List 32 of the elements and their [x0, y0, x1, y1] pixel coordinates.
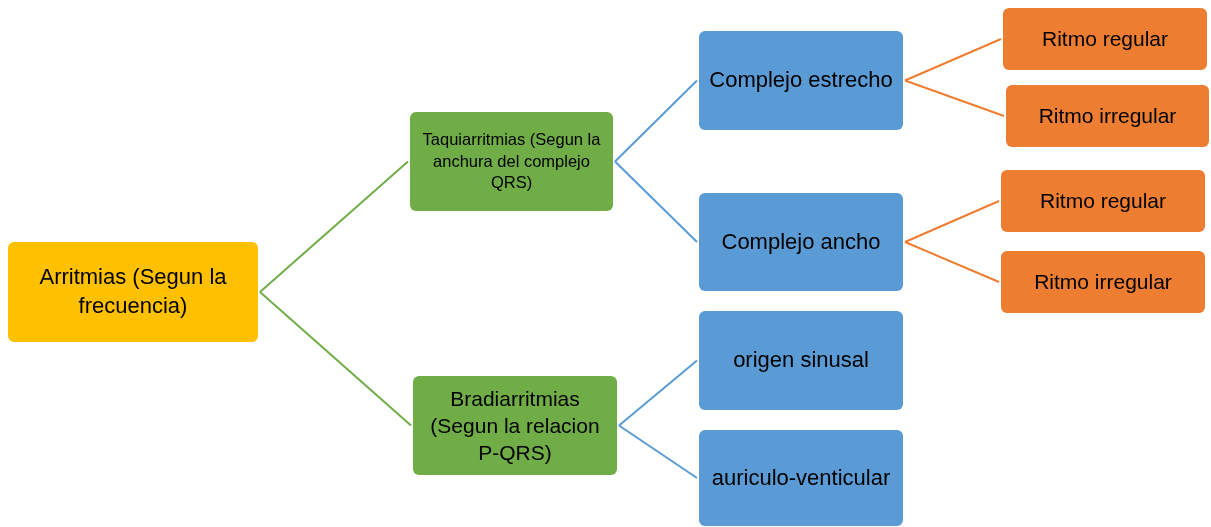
node-label: Ritmo regular — [1041, 26, 1168, 53]
category-box — [410, 112, 613, 211]
connector-line — [618, 359, 698, 427]
node-label: Complejo ancho — [721, 227, 881, 256]
connector-line — [904, 200, 1000, 243]
connector-line — [904, 38, 1002, 82]
connector-line — [614, 79, 698, 163]
node-label: Ritmo irregular — [1038, 103, 1177, 130]
category-box — [699, 311, 903, 410]
node-label: Complejo estrecho — [709, 66, 893, 95]
category-box — [8, 242, 258, 342]
connector-line — [259, 291, 412, 427]
node-label: Bradiarritmias (Segun la relacion P-QRS) — [429, 385, 601, 467]
connector-line — [259, 160, 409, 293]
node-label: Ritmo regular — [1039, 188, 1166, 215]
category-box — [699, 430, 903, 526]
node-label: Taquiarritmias (Segun la anchura del complejo QRS) — [421, 129, 602, 194]
category-box — [1006, 85, 1209, 147]
node-label: auriculo-venticular — [711, 463, 891, 492]
category-box — [413, 376, 617, 475]
category-box — [1001, 170, 1205, 232]
connector-line — [904, 79, 1005, 117]
category-box — [1003, 8, 1207, 70]
connector-line — [618, 424, 698, 479]
category-box — [699, 193, 903, 291]
node-label: Arritmias (Segun la frecuencia) — [38, 263, 228, 320]
connector-line — [614, 160, 698, 243]
category-box — [699, 31, 903, 130]
node-label: Ritmo irregular — [1034, 269, 1172, 296]
category-box — [1001, 251, 1205, 313]
node-label: origen sinusal — [733, 346, 869, 375]
connector-line — [904, 241, 1000, 283]
